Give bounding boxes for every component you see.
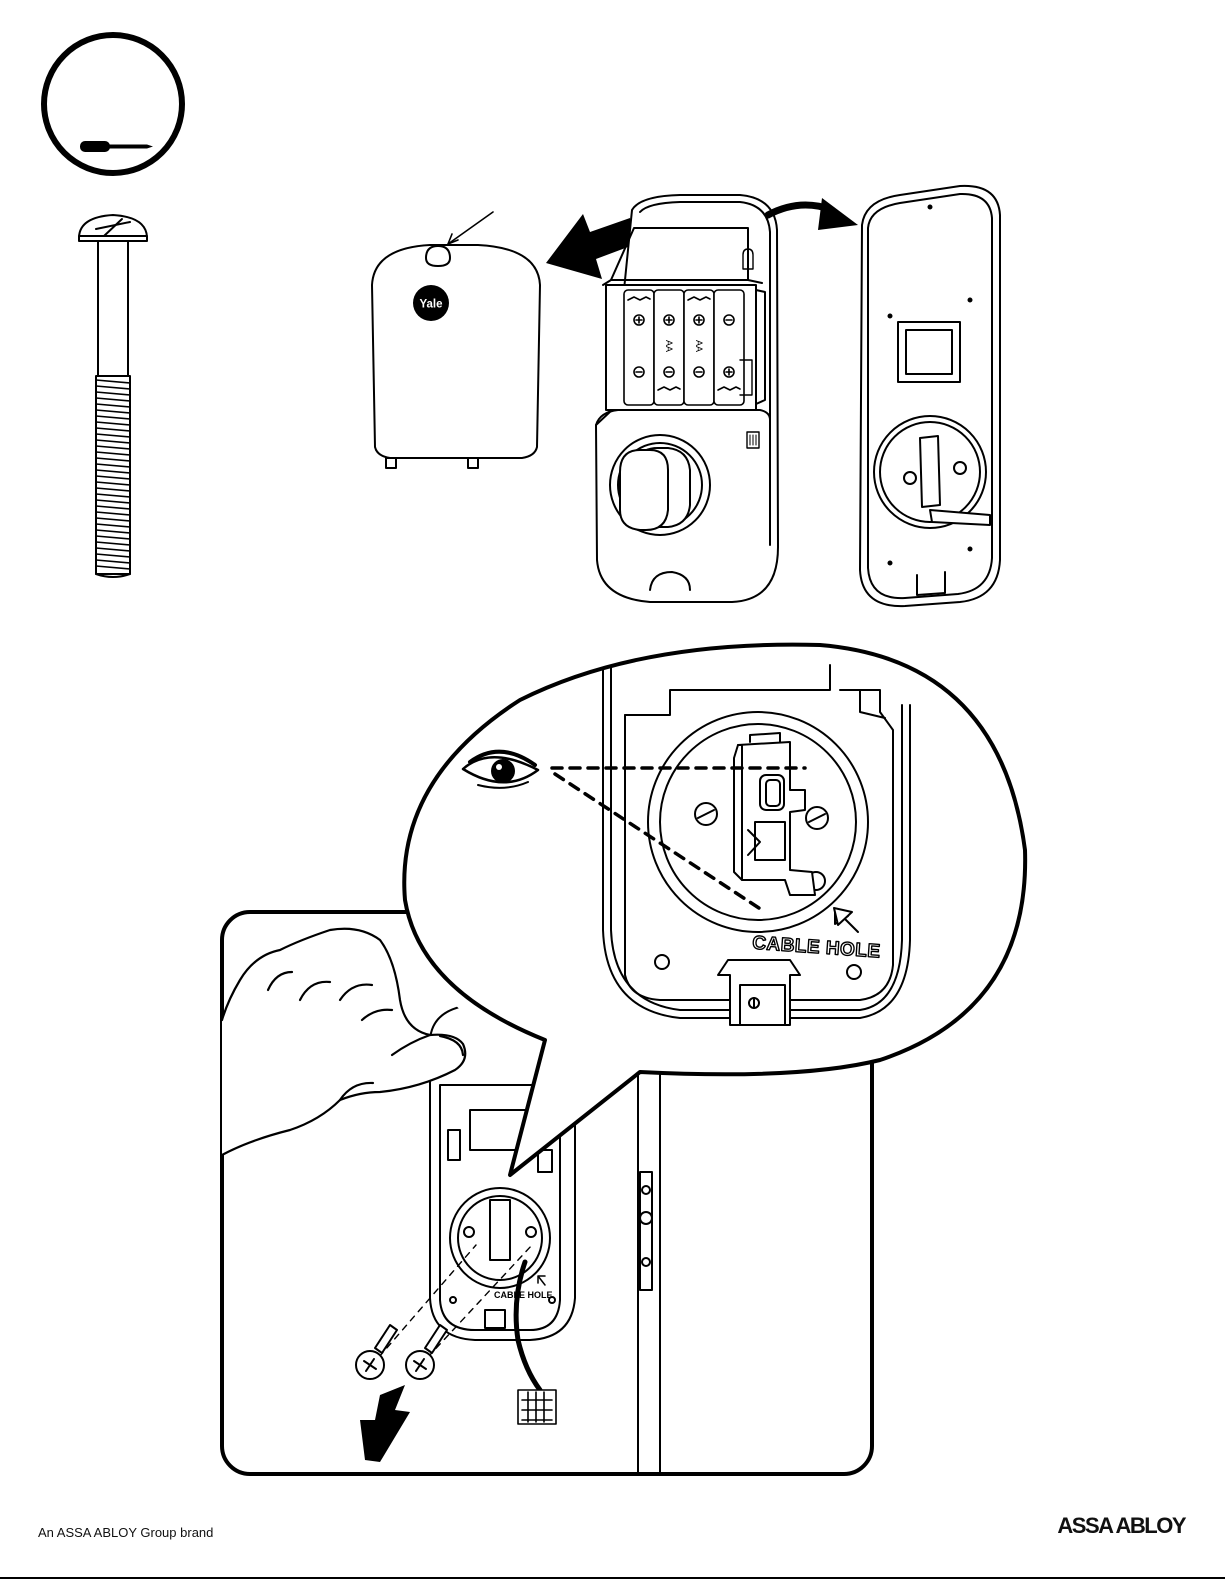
assa-abloy-logo: ASSA ABLOY: [1057, 1513, 1185, 1539]
connector: [518, 1390, 556, 1424]
arrow-icon: [768, 198, 858, 230]
lock-body-open: AA AA: [596, 195, 778, 602]
yale-logo-text: Yale: [419, 299, 442, 311]
arrow-icon: [546, 214, 636, 279]
battery-slots: [624, 290, 744, 405]
long-bolt: [79, 215, 147, 577]
mounting-plate: [860, 186, 1000, 606]
brand-line: An ASSA ABLOY Group brand: [38, 1525, 213, 1540]
battery-label: AA: [694, 340, 704, 352]
inset-cable-hole-label: CABLE HOLE: [494, 1290, 553, 1300]
battery-cover: Yale: [372, 212, 540, 468]
page-bottom-rule: [0, 1577, 1225, 1579]
battery-label: AA: [664, 340, 674, 352]
tool-badge: [44, 35, 182, 173]
